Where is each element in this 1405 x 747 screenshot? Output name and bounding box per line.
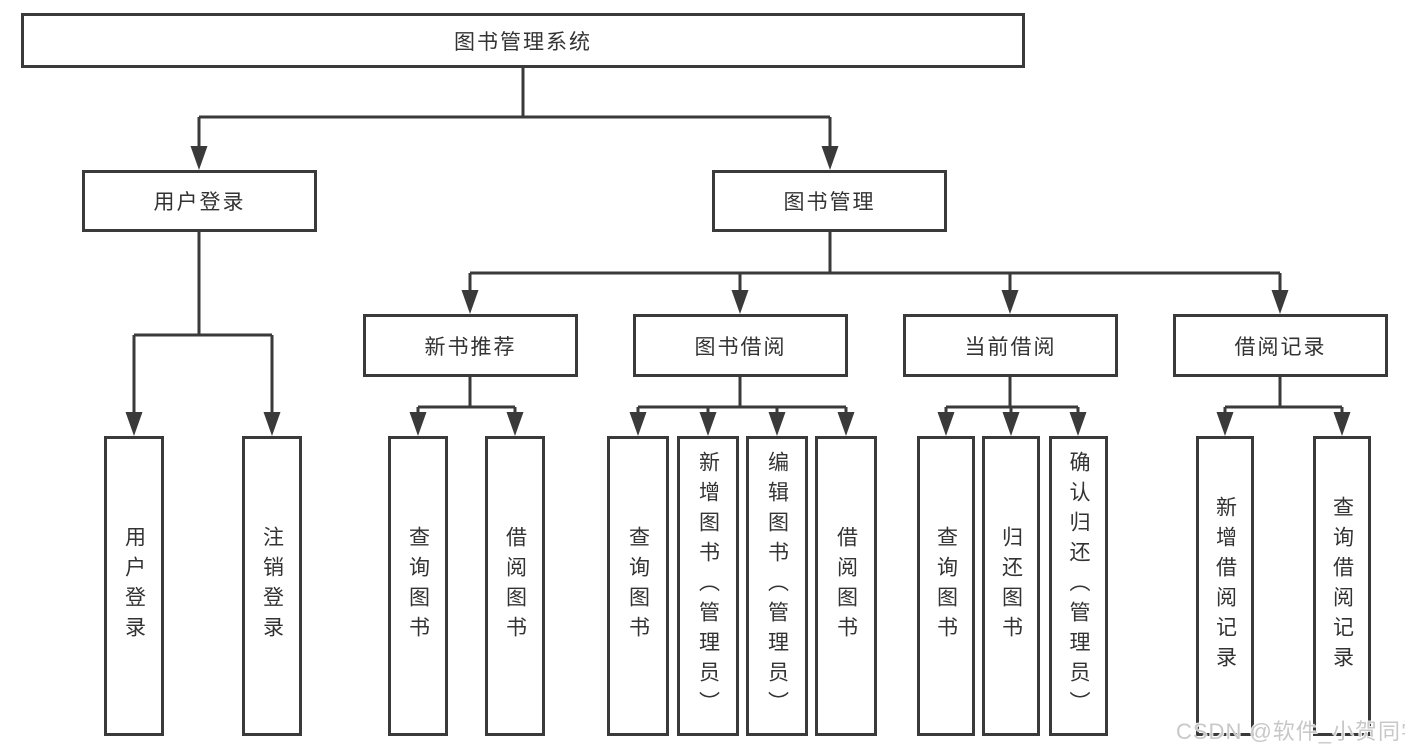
node-leaf-user-login: 用户登录	[104, 436, 164, 736]
node-borrowing-records: 借阅记录	[1173, 314, 1388, 377]
node-leaf-query-books-1: 查询图书	[388, 436, 448, 736]
arrowheads	[125, 146, 1351, 436]
node-label: 借阅图书	[834, 526, 858, 646]
node-current-borrowing: 当前借阅	[903, 314, 1118, 377]
node-book-management: 图书管理	[712, 170, 947, 232]
node-label: 确认归还（管理员）	[1067, 451, 1090, 721]
node-label: 借阅记录	[1234, 335, 1327, 359]
node-label: 图书借阅	[694, 335, 787, 359]
node-leaf-add-borrow-record: 新增借阅记录	[1196, 436, 1254, 736]
node-leaf-logout: 注销登录	[242, 436, 302, 736]
node-label: 查询图书	[626, 526, 650, 646]
node-leaf-query-books-3: 查询图书	[917, 436, 975, 736]
csdn-watermark: CSDN @软件_小贺同学	[1176, 719, 1405, 744]
node-label: 归还图书	[999, 526, 1023, 646]
node-label: 编辑图书（管理员）	[765, 451, 789, 721]
node-label: 用户登录	[153, 191, 246, 214]
node-label: 图书管理	[783, 191, 876, 214]
node-label: 用户登录	[122, 526, 146, 646]
node-leaf-return-books: 归还图书	[982, 436, 1040, 736]
node-leaf-query-borrow-record: 查询借阅记录	[1313, 436, 1371, 736]
node-label: 查询图书	[934, 526, 958, 646]
node-leaf-add-books-admin: 新增图书（管理员）	[677, 436, 739, 736]
node-book-borrowing: 图书借阅	[633, 314, 848, 377]
node-label: 图书管理系统	[454, 30, 592, 54]
node-label: 注销登录	[260, 526, 284, 646]
node-leaf-query-books-2: 查询图书	[607, 436, 669, 736]
node-label: 当前借阅	[964, 335, 1057, 359]
node-leaf-edit-books-admin: 编辑图书（管理员）	[746, 436, 808, 736]
node-label: 新增借阅记录	[1213, 496, 1237, 676]
node-library-management-system: 图书管理系统	[21, 13, 1025, 68]
node-label: 新书推荐	[424, 335, 517, 359]
node-label: 查询图书	[406, 526, 430, 646]
node-label: 新增图书（管理员）	[696, 451, 720, 721]
node-leaf-borrow-books-2: 借阅图书	[815, 436, 877, 736]
node-leaf-confirm-return-admin: 确认归还（管理员）	[1049, 436, 1108, 736]
node-leaf-borrow-books-1: 借阅图书	[485, 436, 545, 736]
node-label: 查询借阅记录	[1330, 496, 1354, 676]
node-label: 借阅图书	[503, 526, 527, 646]
node-new-book-recommend: 新书推荐	[363, 314, 578, 377]
node-user-login: 用户登录	[82, 170, 317, 232]
